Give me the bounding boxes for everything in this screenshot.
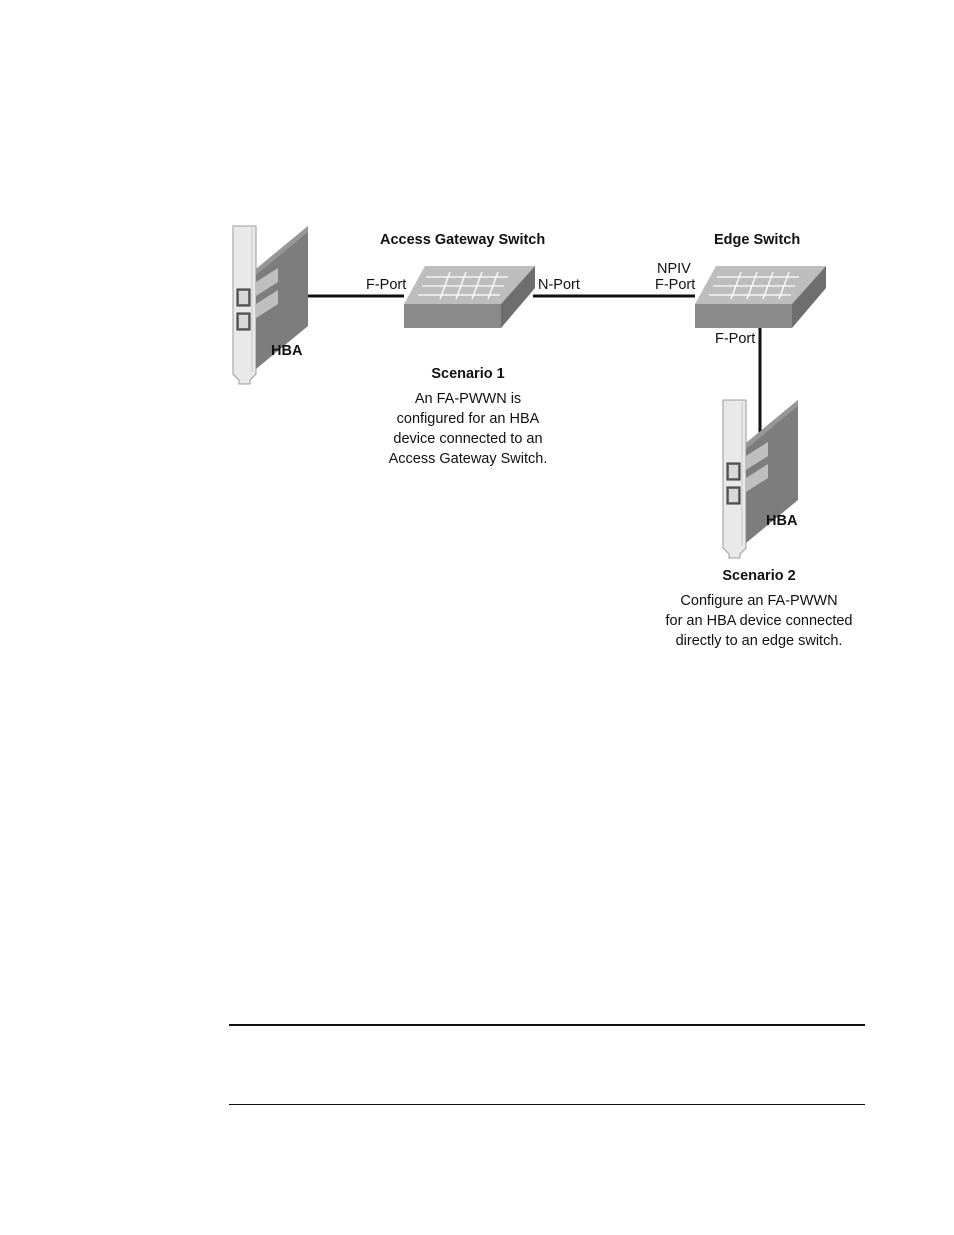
scenario2-line: for an HBA device connected — [629, 611, 889, 631]
access-gateway-switch-title: Access Gateway Switch — [380, 230, 545, 250]
scenario1-line: configured for an HBA — [348, 409, 588, 429]
edge-switch-title: Edge Switch — [714, 230, 800, 250]
scenario1-line: An FA-PWWN is — [348, 389, 588, 409]
edge-npiv-f-port-label: F-Port — [655, 275, 695, 295]
scenario1-line: device connected to an — [348, 429, 588, 449]
top-divider — [229, 1024, 865, 1026]
scenario1-line: Access Gateway Switch. — [348, 449, 588, 469]
scenario2-line: directly to an edge switch. — [629, 631, 889, 651]
agw-n-port-label: N-Port — [538, 275, 580, 295]
access-gateway-switch-icon — [404, 266, 535, 328]
hba-left-label: HBA — [271, 341, 302, 361]
agw-f-port-label: F-Port — [366, 275, 406, 295]
edge-switch-icon — [695, 266, 826, 328]
bottom-divider — [229, 1104, 865, 1105]
scenario1-title: Scenario 1 — [368, 364, 568, 384]
hba-right-label: HBA — [766, 511, 797, 531]
scenario2-title: Scenario 2 — [659, 566, 859, 586]
scenario2-line: Configure an FA-PWWN — [629, 591, 889, 611]
edge-down-f-port-label: F-Port — [715, 329, 755, 349]
